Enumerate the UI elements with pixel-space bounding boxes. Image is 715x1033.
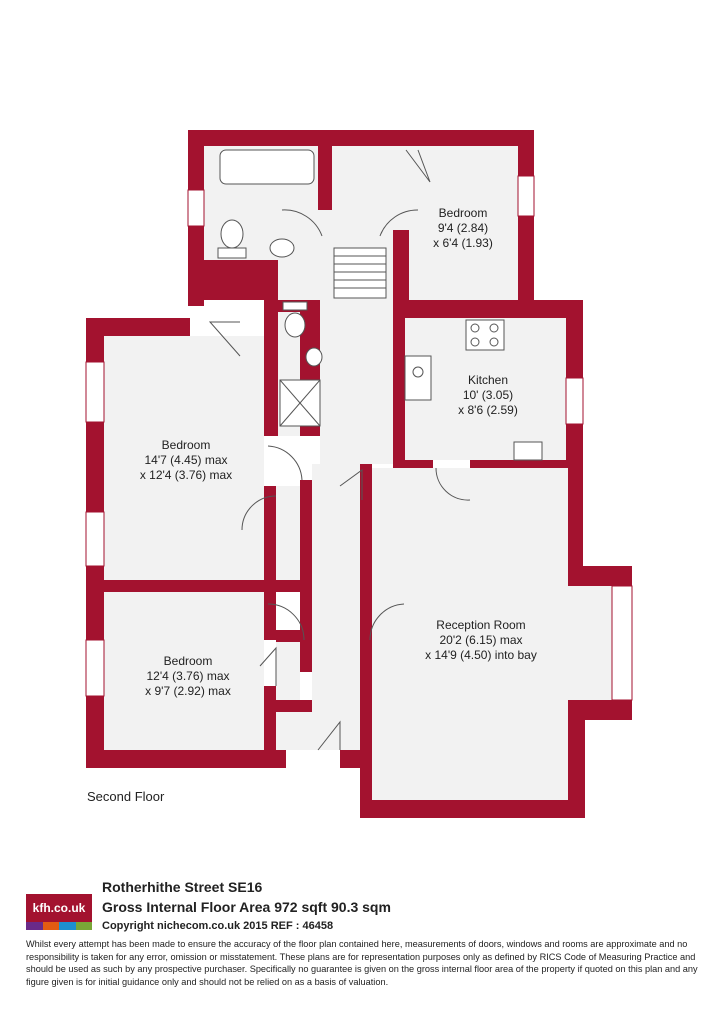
room-dimension-2: x 12'4 (3.76) max — [139, 468, 233, 482]
room-dimension-2: x 8'6 (2.59) — [458, 403, 518, 417]
room-dimension-1: 9'4 (2.84) — [437, 221, 489, 235]
logo-stripes — [26, 922, 92, 930]
fixtures — [217, 149, 543, 461]
windows — [85, 175, 633, 701]
room-name: Reception Room — [436, 618, 526, 632]
room-dimension-2: x 9'7 (2.92) max — [145, 684, 231, 698]
kfh-logo: kfh.co.uk — [26, 894, 92, 936]
logo-stripe — [26, 922, 43, 930]
room-dimension-2: x 6'4 (1.93) — [433, 236, 493, 250]
room-label-reception-room: Reception Room 20'2 (6.15) max x 14'9 (4… — [396, 618, 566, 663]
room-dimension-2: x 14'9 (4.50) into bay — [425, 648, 537, 662]
room-dimension-1: 20'2 (6.15) max — [439, 633, 523, 647]
room-label-bedroom-bottom-left: Bedroom 12'4 (3.76) max x 9'7 (2.92) max — [118, 654, 258, 699]
room-dimension-1: 10' (3.05) — [462, 388, 514, 402]
room-dimension-1: 14'7 (4.45) max — [144, 453, 228, 467]
logo-stripe — [59, 922, 76, 930]
walls — [86, 130, 632, 818]
room-label-bedroom-left: Bedroom 14'7 (4.45) max x 12'4 (3.76) ma… — [116, 438, 256, 483]
room-label-bedroom-top-right: Bedroom 9'4 (2.84) x 6'4 (1.93) — [410, 206, 516, 251]
logo-stripe — [42, 922, 59, 930]
door-swings — [208, 149, 471, 751]
room-name: Bedroom — [163, 654, 213, 668]
room-name: Bedroom — [161, 438, 211, 452]
room-name: Bedroom — [438, 206, 488, 220]
property-address: Rotherhithe Street SE16 — [102, 879, 263, 895]
disclaimer-text: Whilst every attempt has been made to en… — [26, 939, 698, 987]
logo-text: kfh.co.uk — [26, 894, 92, 922]
gross-internal-area: Gross Internal Floor Area 972 sqft 90.3 … — [102, 899, 391, 915]
room-dimension-1: 12'4 (3.76) max — [146, 669, 230, 683]
logo-stripe — [75, 922, 92, 930]
room-name: Kitchen — [467, 373, 509, 387]
floor-label: Second Floor — [87, 789, 165, 804]
copyright-reference: Copyright nichecom.co.uk 2015 REF : 4645… — [102, 920, 334, 932]
floor-plan — [85, 130, 633, 818]
room-label-kitchen: Kitchen 10' (3.05) x 8'6 (2.59) — [430, 373, 546, 418]
